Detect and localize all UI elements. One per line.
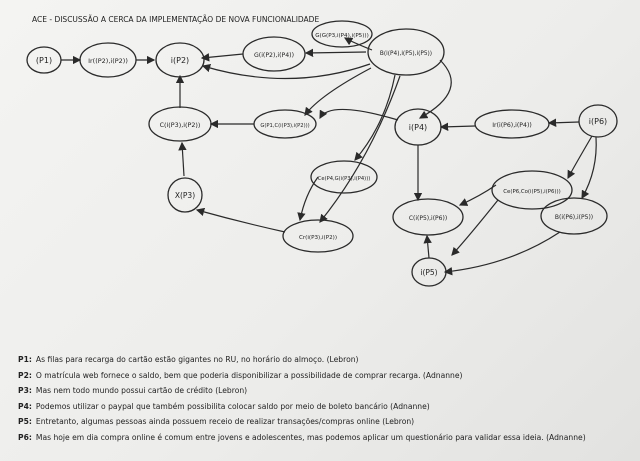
node-x-p3: X(P3) bbox=[167, 177, 203, 213]
node-g-p1: G(P1,C(i(P3),i(P2))) bbox=[253, 109, 317, 139]
note-p5: P5:Entretanto, algumas pessoas ainda pos… bbox=[18, 417, 415, 426]
svg-text:B(i(P4),i(P5),i(P5)): B(i(P4),i(P5),i(P5)) bbox=[380, 51, 432, 57]
edge-ip4-to-cg bbox=[319, 108, 399, 121]
node-ir-p2: Ir((P2),i(P2)) bbox=[79, 42, 137, 78]
edge-b-to-g bbox=[304, 48, 367, 58]
edge-b6-to-ip5 bbox=[443, 231, 561, 276]
node-i-p6: i(P6) bbox=[578, 104, 618, 138]
svg-text:C(i(P5),i(P6)): C(i(P5),i(P6)) bbox=[409, 215, 447, 222]
edge-ip6-to-ce bbox=[567, 135, 593, 180]
svg-text:G(P1,C(i(P3),i(P2))): G(P1,C(i(P3),i(P2))) bbox=[260, 123, 309, 129]
svg-text:Ce(P4,G(i(P3),i(P4))): Ce(P4,G(i(P3),i(P4))) bbox=[318, 176, 371, 182]
svg-text:G(i(P2),i(P4)): G(i(P2),i(P4)) bbox=[254, 52, 294, 59]
note-p3: P3:Mas nem todo mundo possui cartão de c… bbox=[18, 386, 248, 395]
note-p6: P6:Mas hoje em dia compra online é comum… bbox=[18, 432, 586, 442]
edge-ce-to-cr bbox=[297, 176, 319, 222]
edge-g-to-ip2 bbox=[200, 53, 244, 62]
svg-text:G(G(P3,i(P4),i(P5))): G(G(P3,i(P4),i(P5))) bbox=[315, 33, 369, 39]
edge-ip6-to-ir bbox=[547, 118, 580, 127]
node-b-p6-p5: B(i(P6),i(P5)) bbox=[540, 197, 608, 235]
svg-text:i(P4): i(P4) bbox=[409, 123, 427, 132]
edge-b-to-cg bbox=[304, 67, 372, 116]
svg-text:Cr(i(P3),i(P2)): Cr(i(P3),i(P2)) bbox=[299, 235, 337, 241]
node-i-p5: i(P5) bbox=[411, 257, 447, 287]
edges bbox=[61, 37, 597, 276]
edge-cr-to-x bbox=[195, 207, 286, 233]
note-p1: P1:As filas para recarga do cartão estão… bbox=[18, 355, 359, 364]
edge-ip6-to-b bbox=[581, 136, 597, 200]
note-p2: P2:O matrícula web fornece o saldo, bem … bbox=[18, 370, 463, 380]
node-p1: (P1) bbox=[26, 46, 62, 74]
edge-b-to-ip4 bbox=[418, 59, 452, 119]
node-ce-p6: Ce(P6,Co(i(P5),i(P6))) bbox=[491, 170, 573, 210]
edge-b-to-ip2-long bbox=[201, 63, 371, 80]
node-ir-p6: Ir(i(P6),i(P4)) bbox=[474, 109, 550, 139]
svg-text:C(i(P3),i(P2)): C(i(P3),i(P2)) bbox=[160, 121, 201, 129]
edge-ip5-to-c bbox=[423, 234, 432, 259]
node-i-p4: i(P4) bbox=[394, 108, 442, 146]
svg-text:Ce(P6,Co(i(P5),i(P6))): Ce(P6,Co(i(P5),i(P6))) bbox=[503, 189, 560, 195]
premise-notes: P1:As filas para recarga do cartão estão… bbox=[18, 352, 630, 445]
svg-text:i(P6): i(P6) bbox=[589, 117, 607, 126]
node-b-p4-p5: B(i(P4),i(P5),i(P5)) bbox=[367, 28, 445, 76]
svg-text:i(P2): i(P2) bbox=[171, 56, 189, 65]
edge-ce6-to-c bbox=[458, 184, 497, 206]
svg-text:(P1): (P1) bbox=[36, 56, 52, 65]
node-cr-p3: Cr(i(P3),i(P2)) bbox=[282, 219, 354, 253]
node-c-p3-p2: C(i(P3),i(P2)) bbox=[148, 106, 212, 142]
svg-text:X(P3): X(P3) bbox=[175, 191, 195, 200]
svg-text:Ir((P2),i(P2)): Ir((P2),i(P2)) bbox=[88, 57, 128, 65]
node-g-p3-p4-p5: G(G(P3,i(P4),i(P5))) bbox=[311, 20, 373, 48]
node-i-p2: i(P2) bbox=[155, 42, 205, 78]
node-c-p5-p6: C(i(P5),i(P6)) bbox=[392, 198, 464, 236]
page-title: ACE - DISCUSSÃO A CERCA DA IMPLEMENTAÇÃO… bbox=[32, 15, 319, 24]
edge-ce6-to-ip5 bbox=[451, 199, 499, 256]
node-ce-p4: Ce(P4,G(i(P3),i(P4))) bbox=[310, 160, 378, 194]
edge-b-to-ce bbox=[354, 74, 396, 161]
node-g-p2-p4: G(i(P2),i(P4)) bbox=[242, 36, 306, 72]
edge-x-to-c bbox=[178, 141, 187, 177]
svg-text:i(P5): i(P5) bbox=[420, 268, 437, 277]
edge-b-to-cr bbox=[319, 75, 401, 223]
svg-text:Ir(i(P6),i(P4)): Ir(i(P6),i(P4)) bbox=[492, 122, 532, 129]
note-p4: P4:Podemos utilizar o paypal que também … bbox=[18, 401, 430, 411]
edge-ir-to-ip4 bbox=[439, 122, 476, 131]
svg-text:B(i(P6),i(P5)): B(i(P6),i(P5)) bbox=[555, 214, 593, 221]
